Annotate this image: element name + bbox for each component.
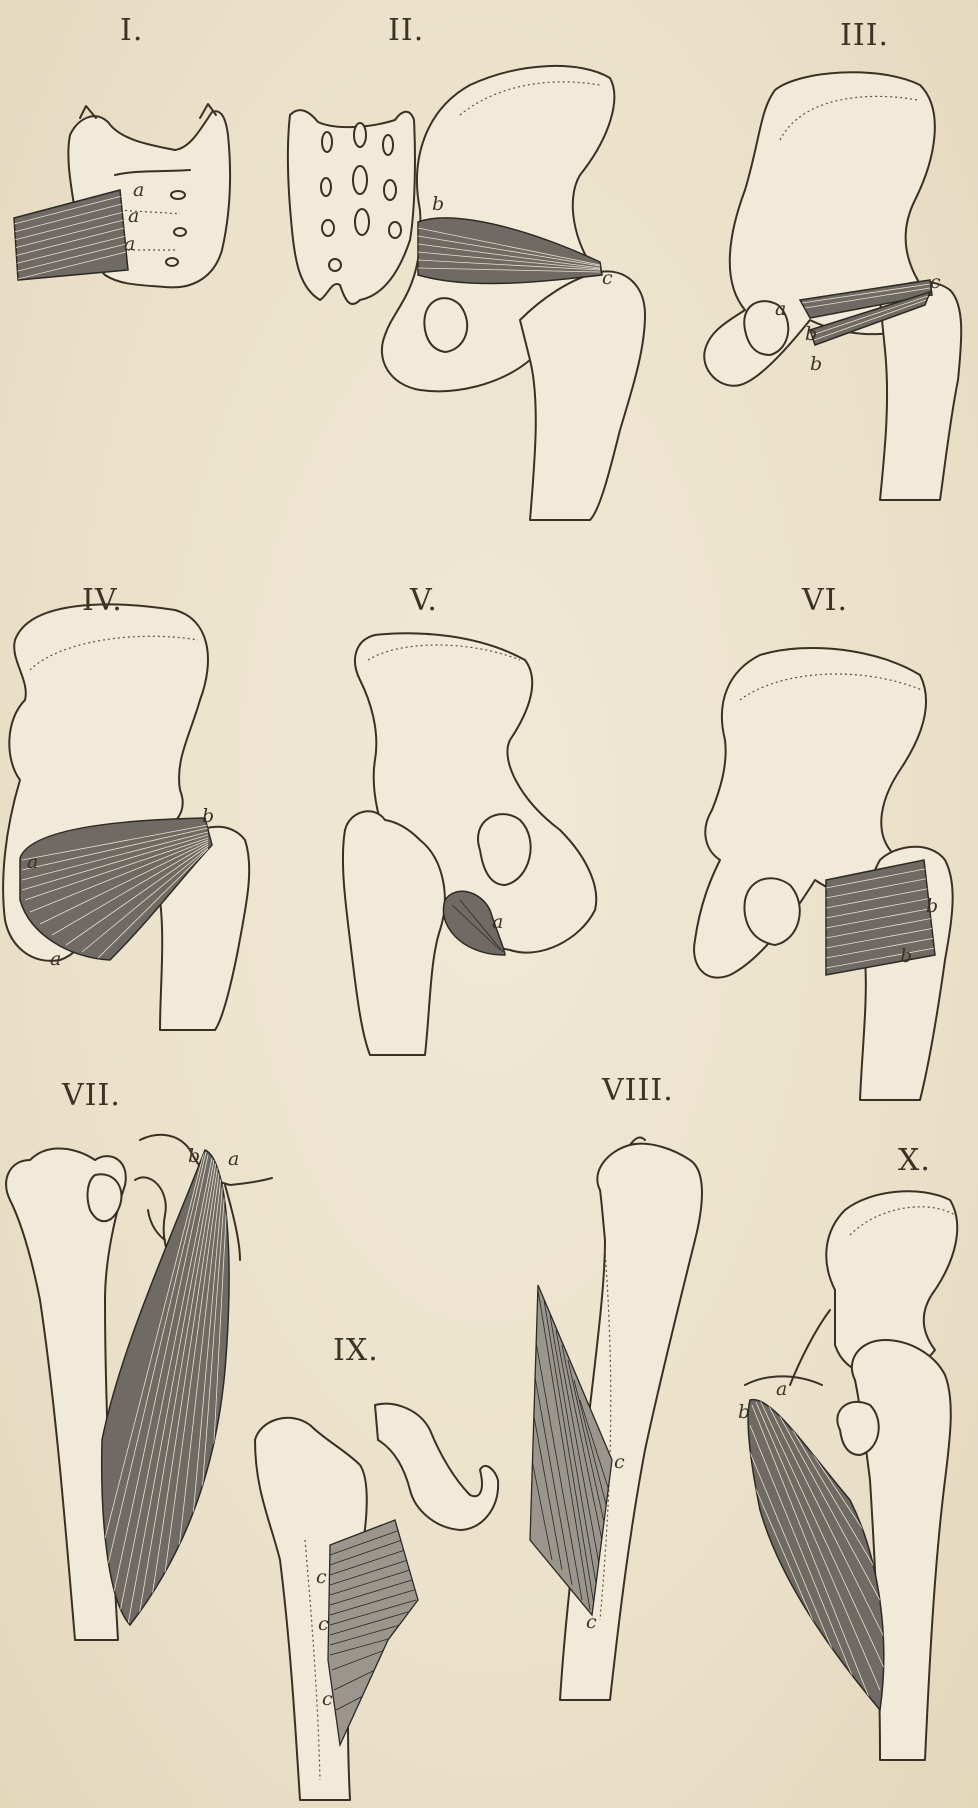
figure-3-numeral: III. [840,18,889,53]
label-b: b [188,1145,200,1167]
label-b: b [805,323,817,345]
figure-7 [6,1135,272,1640]
label-a: a [27,851,38,873]
label-a: a [776,1378,787,1400]
figure-9-numeral: IX. [333,1333,379,1368]
sacrum-bone-2 [288,110,415,304]
label-a: a [775,298,786,320]
femur-7 [6,1148,126,1640]
label-b: b [738,1401,750,1423]
label-c: c [602,267,613,289]
pelvis-fragment-9 [375,1404,498,1530]
label-c: c [614,1451,625,1473]
label-c: c [322,1688,333,1710]
figure-1-numeral: I. [120,13,143,48]
label-a: a [228,1148,239,1170]
label-c: c [316,1566,327,1588]
label-a: a [50,948,61,970]
figure-10-numeral: X. [898,1143,931,1178]
figure-7-numeral: VII. [61,1078,121,1113]
label-b: b [900,945,912,967]
figure-10 [745,1191,957,1760]
muscle-piriformis [14,190,128,280]
figure-3 [704,72,961,500]
figure-5-numeral: V. [409,583,438,618]
label-b: b [926,895,938,917]
label-c: c [318,1613,329,1635]
femur-2 [520,271,645,520]
figure-5 [343,633,596,1055]
label-c: c [930,271,941,293]
figure-9 [255,1404,498,1800]
label-b: b [432,193,444,215]
label-a: a [128,205,139,227]
label-a: a [492,911,503,933]
label-a: a [124,233,135,255]
figure-1 [14,104,230,287]
figure-2-numeral: II. [388,13,424,48]
figure-4-numeral: IV. [82,583,123,618]
figure-8-numeral: VIII. [601,1073,674,1108]
figure-6-numeral: VI. [801,583,848,618]
label-b: b [810,353,822,375]
figure-6 [694,648,953,1100]
figure-8 [530,1138,702,1700]
label-c: c [586,1611,597,1633]
label-a: a [133,179,144,201]
label-b: b [202,805,214,827]
figure-2 [288,66,645,520]
